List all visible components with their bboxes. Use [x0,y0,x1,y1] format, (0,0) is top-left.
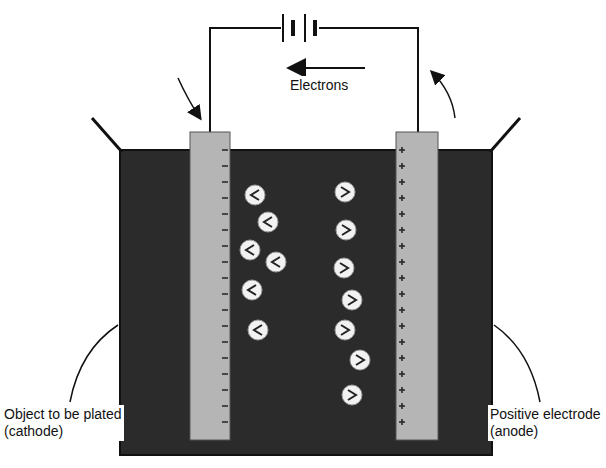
plating-tank [92,118,520,455]
flow-label: Electrons [288,76,350,95]
cathode-electrode [190,132,230,440]
electron-arrow [290,67,365,69]
electrode-label: Object to be plated (cathode) [2,405,124,441]
wire [210,28,281,140]
charge-signs [222,147,405,425]
flow-arrow [178,78,200,118]
leader-line [494,325,540,402]
anode-electrode [396,132,438,440]
electrode-label: Positive electrode (anode) [488,405,604,441]
flow-arrow [432,72,455,118]
leader-line [70,325,118,402]
ions [240,182,370,405]
battery-symbol [283,14,315,42]
